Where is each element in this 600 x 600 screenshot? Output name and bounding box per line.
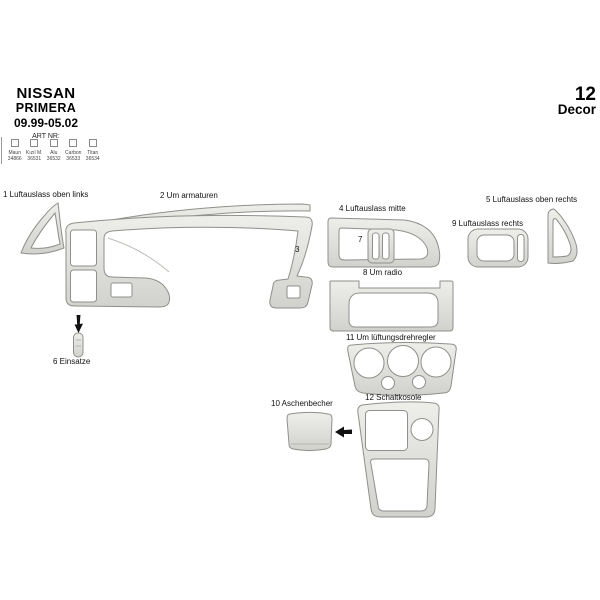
- finish-checkbox: [88, 139, 97, 147]
- part-11-dial-opening: [387, 345, 419, 377]
- part-label-9: 9 Luftauslass rechts: [452, 219, 524, 228]
- part-3-opening-left-top: [70, 229, 97, 267]
- brand-name: NISSAN: [16, 85, 76, 102]
- finish-checkbox: [10, 139, 19, 147]
- finish-checkbox: [30, 139, 39, 147]
- decor-count-label: Decor: [557, 102, 596, 118]
- part-11-button-opening: [381, 376, 395, 390]
- decor-count-block: 12 Decor: [557, 84, 596, 118]
- finish-column-carbon: Carbon 36533: [64, 139, 84, 162]
- finish-checkbox: [49, 139, 58, 147]
- part-5-opening: [552, 218, 572, 258]
- model-name: PRIMERA: [15, 101, 77, 115]
- finish-name: Carbon: [65, 150, 82, 156]
- part-label-1: 1 Luftauslass oben links: [3, 190, 89, 199]
- finish-column-kizil: Kızıl M. 36531: [25, 139, 45, 162]
- part-12-opening-round: [410, 418, 434, 441]
- part-label-11: 11 Um lüftungsdrehregler: [346, 333, 436, 342]
- part-7-einsatz: [367, 228, 395, 264]
- finish-number: 34866: [7, 156, 22, 162]
- vehicle-header: NISSAN PRIMERA 09.99-05.02 ART NR:: [6, 86, 86, 140]
- part-label-2: 2 Um armaturen: [160, 191, 218, 200]
- part-11-button-opening: [412, 375, 426, 389]
- part-label-10: 10 Aschenbecher: [271, 399, 333, 408]
- art-nr-label: ART NR:: [32, 132, 60, 140]
- finish-number: 36534: [85, 156, 100, 162]
- part-8-opening: [348, 292, 439, 328]
- part-label-5: 5 Luftauslass oben rechts: [486, 195, 578, 204]
- part-11-dial-opening: [420, 346, 452, 378]
- part-label-12: 12 Schaltkosole: [365, 393, 422, 402]
- finish-name: Kızıl M.: [25, 150, 43, 156]
- finish-number: 36533: [66, 156, 81, 162]
- finish-column-alu: Alu 36532: [44, 139, 64, 162]
- part-label-6: 6 Einsatze: [53, 357, 91, 366]
- finish-checkbox: [69, 139, 78, 147]
- left-arrow-icon: [335, 426, 352, 438]
- part-7-slot-left: [372, 232, 380, 260]
- model-years: 09.99-05.02: [13, 115, 79, 130]
- part-9-opening: [476, 234, 515, 262]
- part-label-3: 3: [295, 245, 300, 254]
- finish-number: 36531: [27, 156, 42, 162]
- part-label-8: 8 Um radio: [363, 268, 403, 277]
- part-10-aschenbecher: [286, 412, 333, 451]
- finish-name: Alu: [50, 150, 58, 156]
- finish-column-maun: Maun 34866: [5, 139, 25, 162]
- decor-count: 12: [574, 84, 596, 105]
- part-3-crease: [107, 237, 170, 273]
- part-12-opening-top: [365, 410, 408, 451]
- part-3-opening-left-bottom: [70, 269, 97, 303]
- part-11-dial-opening: [353, 347, 385, 379]
- finish-name: Titan: [87, 150, 99, 156]
- part-3-instrument-surround: [65, 214, 313, 309]
- part-6-seams: [75, 339, 81, 347]
- part-1-opening: [30, 211, 61, 249]
- part-3-opening-foot: [286, 285, 301, 299]
- part-label-4: 4 Luftauslass mitte: [339, 204, 406, 213]
- part-7-slot-right: [382, 232, 390, 260]
- finish-name: Maun: [8, 150, 21, 156]
- finish-column-titan: Titan 36534: [83, 139, 103, 162]
- part-12-opening-bottom: [370, 458, 430, 512]
- finish-number: 36532: [46, 156, 61, 162]
- part-label-7: 7: [358, 235, 363, 244]
- down-arrow-icon: [74, 315, 83, 333]
- finish-options-table: Maun 34866 Kızıl M. 36531 Alu 36532 Carb…: [1, 137, 103, 164]
- part-9-slot: [517, 234, 525, 262]
- part-6-einsatz: [73, 332, 84, 358]
- part-3-opening-switch: [110, 282, 133, 298]
